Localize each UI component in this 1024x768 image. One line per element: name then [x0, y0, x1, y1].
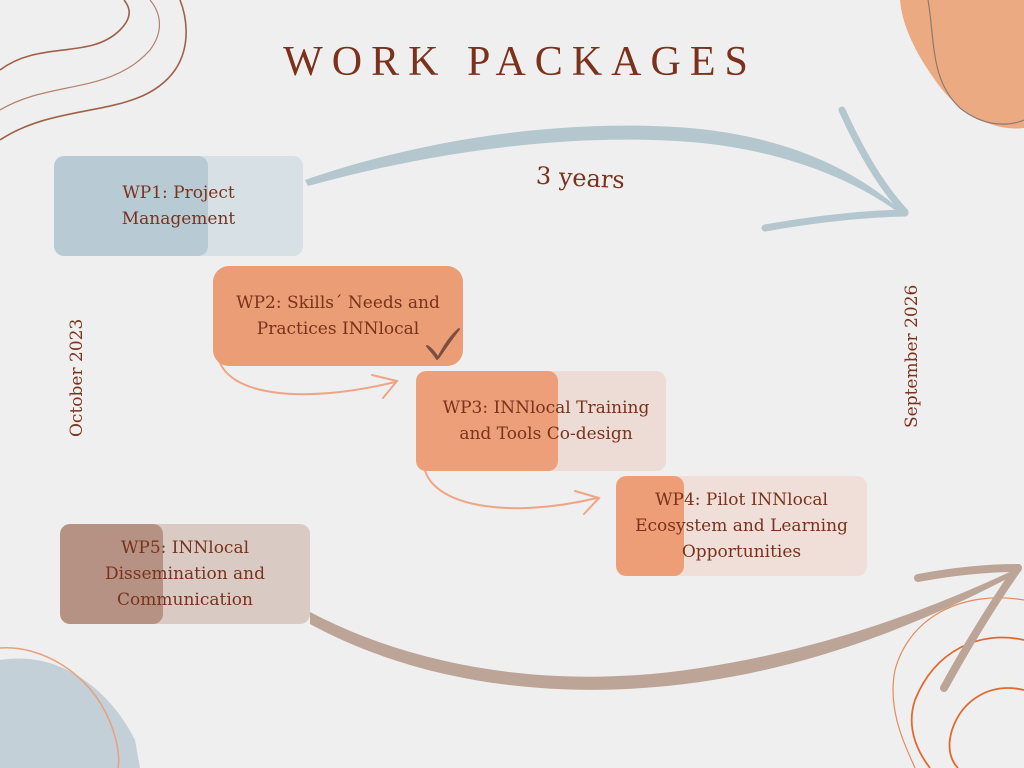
peach-blob: [900, 0, 1024, 129]
orange-outline-left: [0, 647, 120, 768]
timeline-arrow-top: [305, 106, 909, 232]
squiggle-top-left-2: [0, 0, 187, 141]
checkmark-icon: [426, 328, 460, 360]
squiggle-top-left-3: [0, 0, 160, 111]
timeline-arrow-bottom: [310, 564, 1022, 692]
wp3-label: WP3: INNlocal Training and Tools Co-desi…: [442, 398, 650, 444]
wp4-label: WP4: Pilot INNlocal Ecosystem and Learni…: [635, 490, 848, 562]
duration-label: 3 years: [535, 161, 626, 195]
squiggle-bottom-right-1: [910, 636, 1024, 768]
page-title: WORK PACKAGES: [283, 39, 757, 85]
wp1-label: WP1: Project Management: [121, 183, 236, 229]
work-package-wp1: WP1: Project Management: [54, 156, 303, 256]
squiggle-bottom-right-2: [948, 687, 1024, 768]
squiggle-bottom-right-3: [892, 597, 1024, 768]
squiggle-top-left-1: [0, 0, 130, 71]
peach-outline: [927, 0, 1024, 125]
start-date-label: October 2023: [67, 318, 87, 437]
wp2-label: WP2: Skills´ Needs and Practices INNloca…: [236, 293, 440, 339]
work-package-wp4: WP4: Pilot INNlocal Ecosystem and Learni…: [616, 476, 867, 576]
arrow-wp3-to-wp4: [423, 465, 601, 515]
end-date-label: September 2026: [902, 284, 922, 428]
work-package-wp2: WP2: Skills´ Needs and Practices INNloca…: [213, 266, 463, 366]
work-package-wp5: WP5: INNlocal Dissemination and Communic…: [60, 524, 310, 624]
blue-blob: [0, 658, 140, 768]
work-package-wp3: WP3: INNlocal Training and Tools Co-desi…: [416, 371, 666, 471]
arrow-wp2-to-wp3: [217, 355, 399, 399]
wp5-label: WP5: INNlocal Dissemination and Communic…: [104, 538, 266, 610]
